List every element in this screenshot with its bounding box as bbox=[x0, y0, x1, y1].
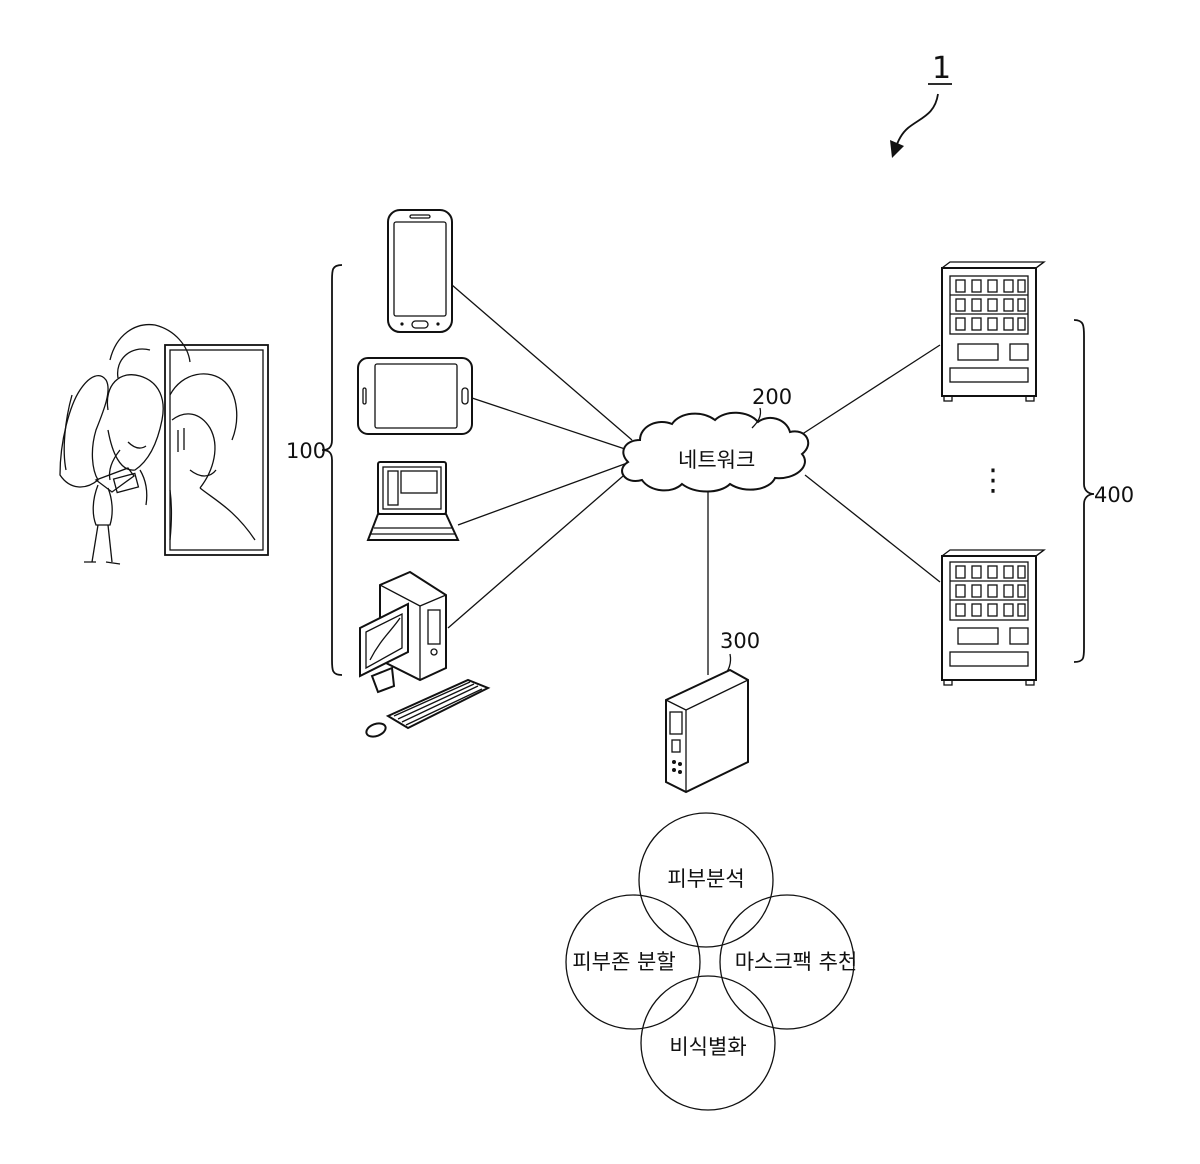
tablet-icon bbox=[358, 358, 472, 434]
vending-machine-icon-bottom bbox=[942, 550, 1044, 685]
vending-ellipsis: ⋮ bbox=[978, 463, 1008, 498]
network-label: 네트워크 bbox=[678, 448, 755, 472]
feature-circles: 피부분석 피부존 분할 마스크팩 추천 비식별화 bbox=[566, 813, 857, 1110]
user-devices-ref-label: 100 bbox=[286, 439, 326, 463]
user-woman-with-mirror-icon bbox=[60, 325, 268, 564]
smartphone-icon bbox=[388, 210, 452, 332]
desktop-computer-icon bbox=[360, 572, 488, 739]
laptop-icon bbox=[368, 462, 458, 540]
feature-label-deidentify: 비식별화 bbox=[669, 1035, 746, 1059]
network-ref-label: 200 bbox=[752, 385, 792, 409]
system-ref-arrow-shaft bbox=[895, 94, 938, 150]
user-devices-brace bbox=[322, 265, 342, 675]
feature-label-mask-recommend: 마스크팩 추천 bbox=[735, 950, 858, 974]
feature-label-skin-analysis: 피부분석 bbox=[667, 867, 744, 891]
link-desktop-network bbox=[448, 470, 630, 628]
link-laptop-network bbox=[458, 462, 630, 525]
server-tower-icon: 300 bbox=[666, 629, 760, 792]
link-phone-network bbox=[452, 285, 632, 440]
system-ref-label: 1 bbox=[932, 51, 951, 86]
system-reference: 1 bbox=[890, 51, 952, 158]
vending-brace bbox=[1074, 320, 1094, 662]
network-cloud-icon: 네트워크 200 bbox=[622, 385, 808, 492]
link-network-vending-top bbox=[790, 345, 940, 442]
vending-ref-label: 400 bbox=[1094, 483, 1134, 507]
vending-group: 400 bbox=[1074, 320, 1134, 662]
feature-label-skin-zone: 피부존 분할 bbox=[572, 950, 675, 974]
user-devices-group: 100 bbox=[286, 265, 342, 675]
link-network-vending-bottom bbox=[805, 475, 940, 582]
vending-machine-icon-top bbox=[942, 262, 1044, 401]
server-ref-label: 300 bbox=[720, 629, 760, 653]
link-tablet-network bbox=[472, 398, 628, 450]
